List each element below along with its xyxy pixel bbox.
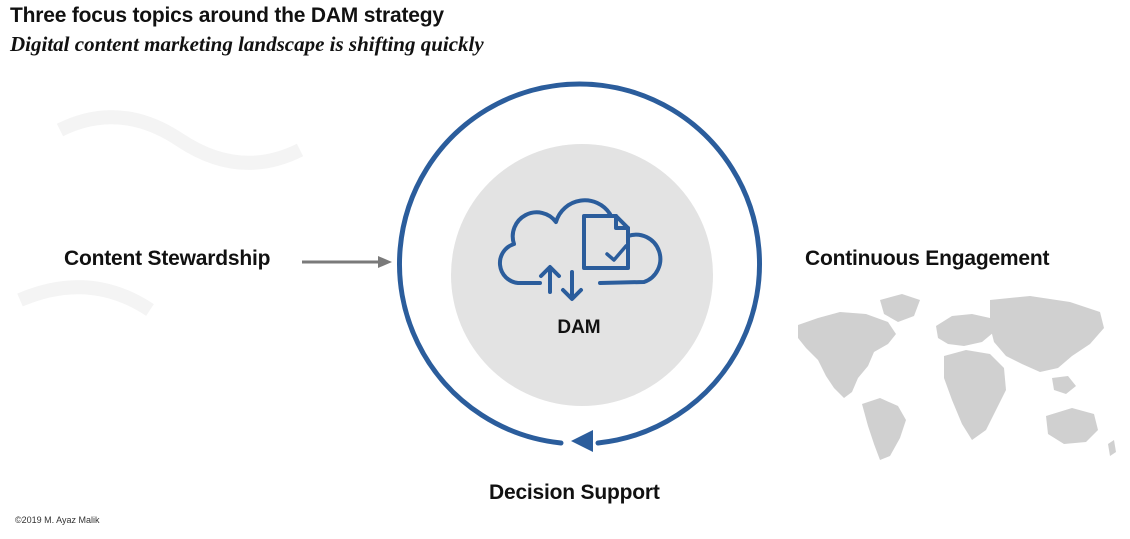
page-title: Three focus topics around the DAM strate…	[10, 4, 444, 27]
copyright-notice: ©2019 M. Ayaz Malik	[15, 515, 100, 525]
stewardship-arrow-icon	[302, 256, 392, 268]
topic-continuous-engagement: Continuous Engagement	[805, 247, 1050, 270]
cloud-document-sync-icon	[497, 198, 663, 301]
dam-label: DAM	[557, 317, 601, 338]
world-map-icon	[798, 294, 1116, 460]
cycle-arrowhead-icon	[571, 430, 593, 452]
background-watermark	[17, 110, 304, 316]
page-subtitle: Digital content marketing landscape is s…	[10, 32, 484, 56]
topic-decision-support: Decision Support	[489, 481, 660, 504]
topic-content-stewardship: Content Stewardship	[64, 247, 271, 270]
dam-hub	[451, 144, 713, 406]
focus-cycle-ring	[397, 81, 762, 446]
